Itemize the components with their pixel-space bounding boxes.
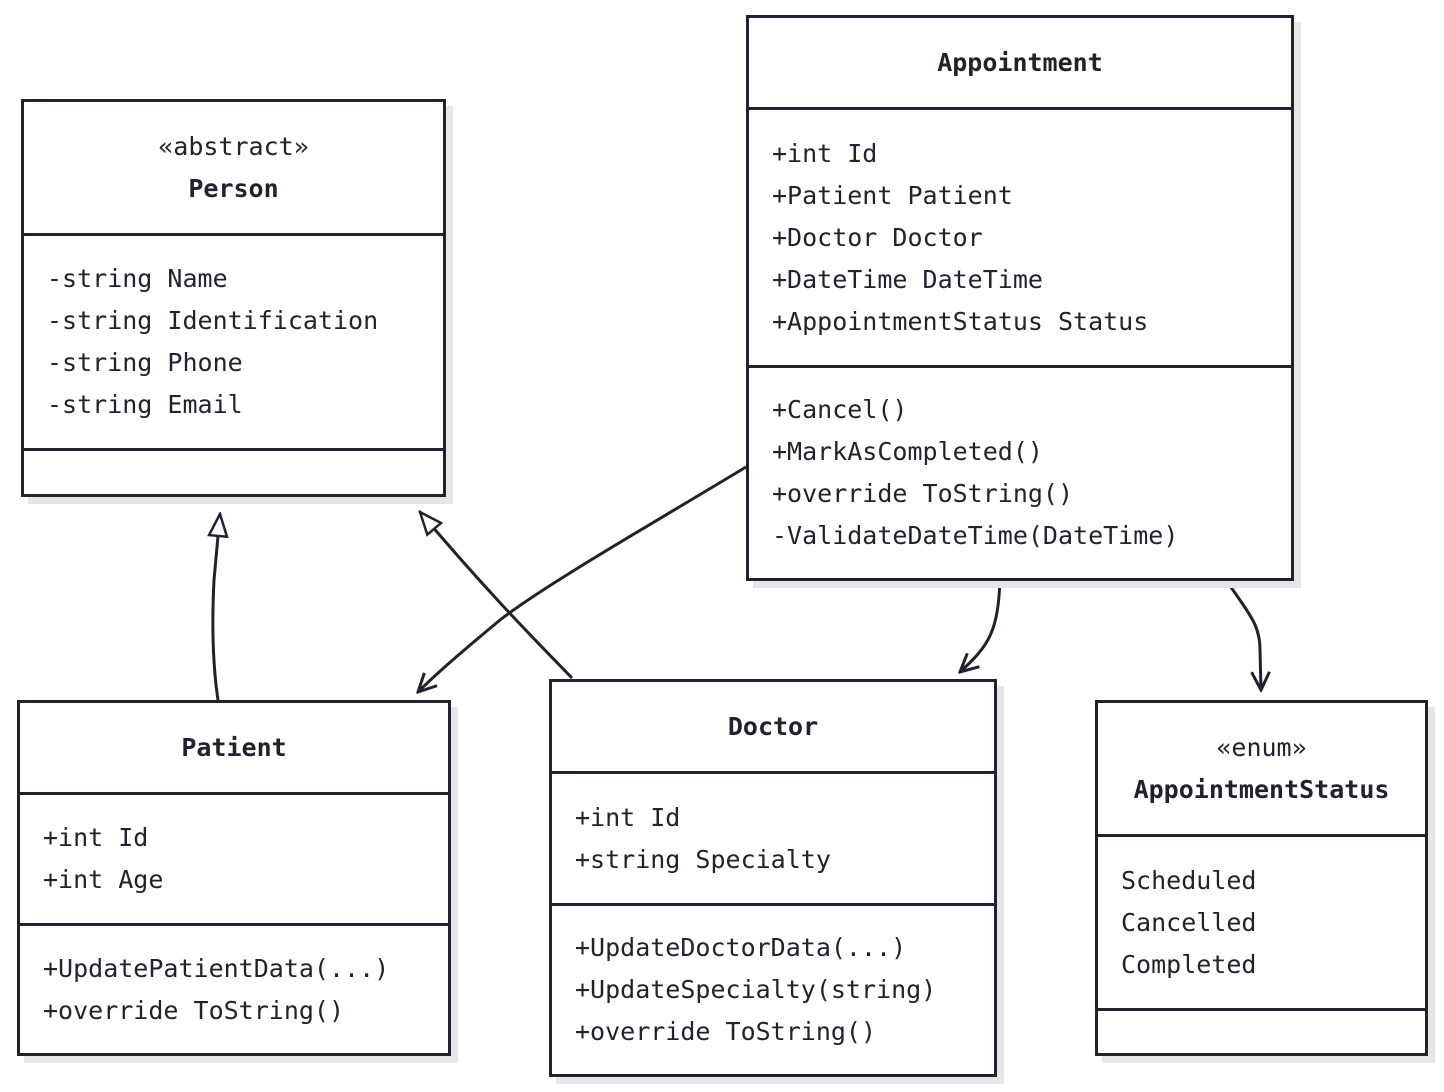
method-row: +Cancel() (772, 395, 908, 424)
attribute-row: +int Id (43, 823, 149, 852)
class-name: Person (188, 173, 279, 203)
attribute-section: +int Id +Patient Patient +Doctor Doctor … (749, 110, 1291, 368)
attribute-row: -string Identification (47, 306, 379, 335)
class-header: Appointment (749, 18, 1291, 110)
method-row: +UpdatePatientData(...) (43, 953, 390, 983)
method-row: +MarkAsCompleted() (772, 437, 1043, 466)
class-header: Doctor (552, 682, 994, 774)
class-header: «enum» AppointmentStatus (1098, 703, 1425, 837)
attribute-row: -string Phone (47, 348, 243, 377)
method-section (1098, 1011, 1425, 1053)
class-name: Appointment (937, 47, 1103, 77)
method-row: +override ToString() (43, 995, 345, 1025)
patient-inherits-person-edge (213, 514, 220, 701)
appointment-status-enum[interactable]: «enum» AppointmentStatus Scheduled Cance… (1095, 700, 1428, 1056)
attribute-row: +int Id (772, 138, 878, 168)
attribute-row: +Doctor Doctor (772, 222, 983, 252)
enum-value-row: Cancelled (1121, 907, 1257, 937)
appointment-status-edge (1224, 579, 1261, 690)
appointment-doctor-edge (960, 579, 1002, 672)
method-section: +UpdateDoctorData(...) +UpdateSpecialty(… (552, 906, 994, 1074)
attribute-row: +AppointmentStatus Status (772, 306, 1149, 336)
attribute-row: +int Age (43, 865, 164, 894)
attribute-row: +DateTime DateTime (772, 264, 1043, 294)
method-section: +UpdatePatientData(...) +override ToStri… (20, 926, 448, 1053)
attribute-section: +int Id +int Age (20, 795, 448, 926)
attribute-row: +string Specialty (575, 844, 831, 874)
class-name: AppointmentStatus (1133, 774, 1390, 804)
person-class[interactable]: «abstract» Person -string Name -string I… (21, 99, 446, 497)
class-stereotype: «enum» (1216, 732, 1307, 762)
attribute-row: -string Name (47, 264, 228, 293)
method-row: +UpdateSpecialty(string) (575, 975, 937, 1004)
enum-values-section: Scheduled Cancelled Completed (1098, 837, 1425, 1011)
class-name: Patient (181, 732, 287, 762)
attribute-section: +int Id +string Specialty (552, 774, 994, 906)
method-row: +override ToString() (575, 1017, 877, 1046)
attribute-row: -string Email (47, 390, 243, 419)
patient-class[interactable]: Patient +int Id +int Age +UpdatePatientD… (17, 700, 451, 1056)
doctor-inherits-person-edge (420, 512, 574, 680)
appointment-class[interactable]: Appointment +int Id +Patient Patient +Do… (746, 15, 1294, 581)
attribute-row: +Patient Patient (772, 180, 1013, 210)
appointment-patient-edge (418, 465, 747, 692)
enum-value-row: Completed (1121, 949, 1257, 979)
method-section: +Cancel() +MarkAsCompleted() +override T… (749, 368, 1291, 578)
enum-value-row: Scheduled (1121, 865, 1257, 895)
class-header: Patient (20, 703, 448, 795)
class-header: «abstract» Person (24, 102, 443, 236)
class-stereotype: «abstract» (158, 131, 309, 161)
attribute-section: -string Name -string Identification -str… (24, 236, 443, 451)
method-section (24, 451, 443, 494)
method-row: +override ToString() (772, 479, 1074, 508)
method-row: -ValidateDateTime(DateTime) (772, 521, 1179, 550)
class-name: Doctor (727, 711, 819, 741)
method-row: +UpdateDoctorData(...) (575, 933, 907, 962)
attribute-row: +int Id (575, 802, 681, 832)
doctor-class[interactable]: Doctor +int Id +string Specialty +Update… (549, 679, 997, 1077)
